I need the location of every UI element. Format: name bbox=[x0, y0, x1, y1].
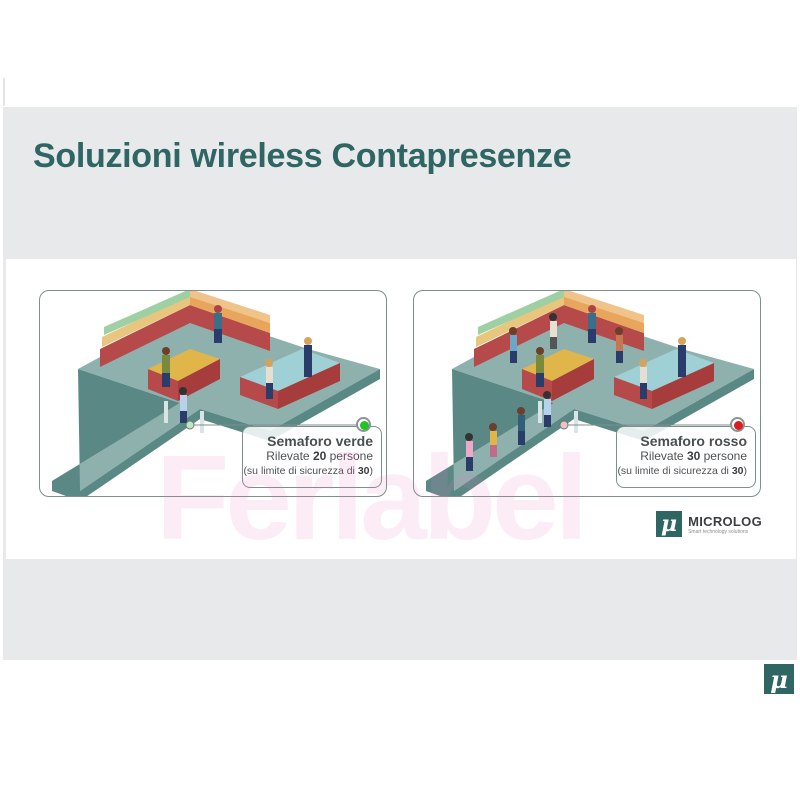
illustration-area: Semaforo verde Rilevate 20 persone (su l… bbox=[6, 259, 796, 565]
status-card-green: Semaforo verde Rilevate 20 persone (su l… bbox=[242, 417, 382, 488]
corner-mu-logo-icon: μ bbox=[764, 664, 794, 694]
safety-limit: (su limite di sicurezza di 30) bbox=[243, 465, 373, 477]
status-title: Semaforo verde bbox=[267, 433, 373, 449]
panel-green-light: Semaforo verde Rilevate 20 persone (su l… bbox=[39, 290, 387, 497]
gate-sensor-icon bbox=[185, 420, 195, 430]
safety-limit: (su limite di sicurezza di 30) bbox=[617, 465, 747, 477]
mu-logo-icon: μ bbox=[656, 511, 683, 537]
page-edge-line bbox=[3, 78, 5, 106]
store-illustration-red bbox=[426, 291, 754, 496]
brand-name: MICROLOG bbox=[688, 513, 762, 529]
status-title: Semaforo rosso bbox=[640, 433, 747, 449]
panel-red-light: Semaforo rosso Rilevate 30 persone (su l… bbox=[413, 290, 761, 497]
people-count-value: 20 bbox=[312, 449, 327, 463]
people-count-value: 30 bbox=[686, 449, 701, 463]
people-count: Rilevate 20 persone bbox=[266, 449, 373, 463]
slide: Soluzioni wireless Contapresenze bbox=[3, 107, 797, 660]
microlog-brand: μ MICROLOG Smart technology solutions bbox=[656, 511, 762, 537]
store-illustration-green bbox=[52, 291, 380, 496]
red-light-icon bbox=[730, 417, 745, 432]
gate-sensor-icon bbox=[559, 420, 569, 430]
safety-limit-value: 30 bbox=[357, 465, 370, 477]
people-count: Rilevate 30 persone bbox=[640, 449, 747, 463]
safety-limit-value: 30 bbox=[731, 465, 744, 477]
brand-tagline: Smart technology solutions bbox=[688, 528, 749, 535]
slide-title: Soluzioni wireless Contapresenze bbox=[33, 137, 572, 175]
status-card-red: Semaforo rosso Rilevate 30 persone (su l… bbox=[616, 417, 756, 488]
green-light-icon bbox=[356, 417, 371, 432]
